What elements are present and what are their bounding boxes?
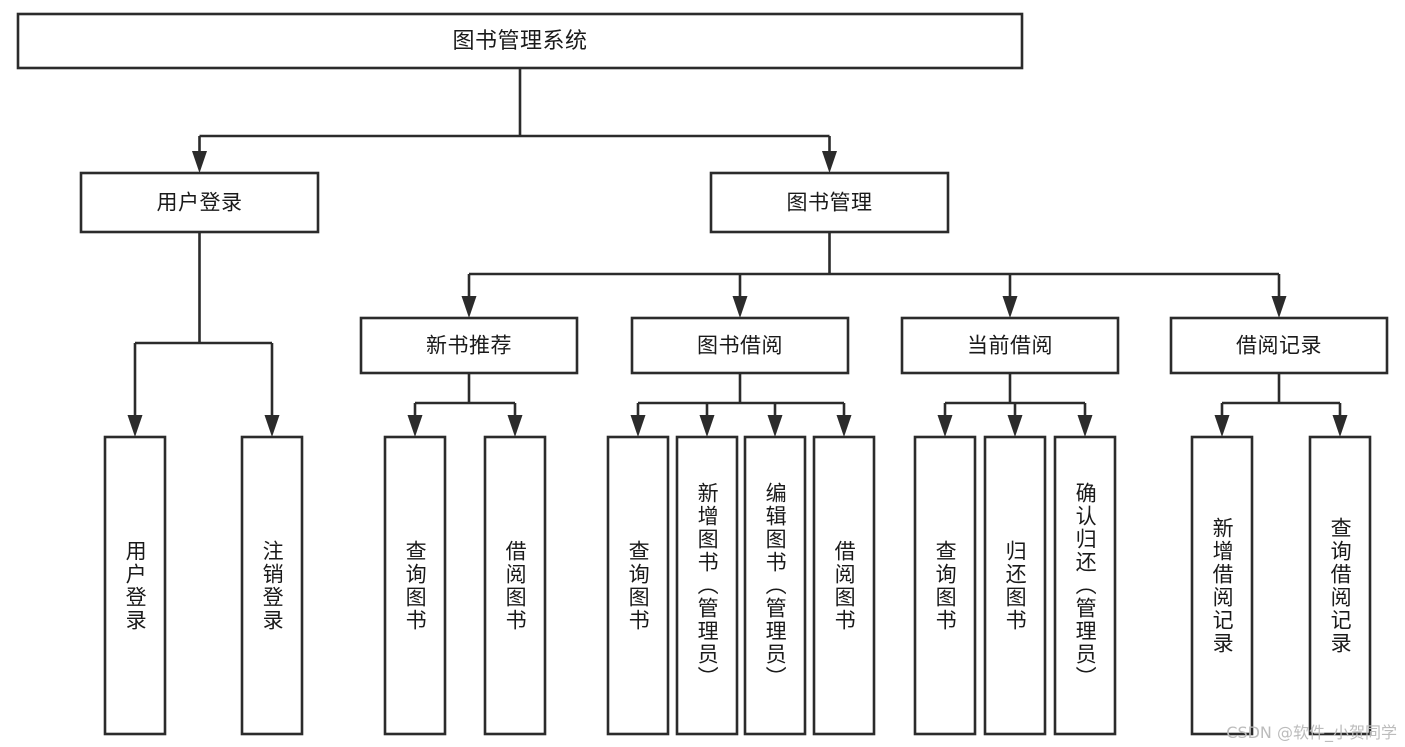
arrow-head-icon-book-manage	[822, 151, 837, 173]
level3-node-label-new-book-recommend: 新书推荐	[426, 334, 512, 358]
arrow-head-icon-leaf-return-book	[1007, 415, 1023, 437]
leaf-node-leaf-logout-login[interactable]: 注销登录	[242, 437, 302, 734]
arrow-head-icon-leaf-user-login	[127, 415, 143, 437]
root-node-label: 图书管理系统	[452, 29, 587, 54]
leaf-node-label-leaf-add-book: 新增图书（管理员）	[695, 482, 720, 689]
leaf-node-label-leaf-confirm-return: 确认归还（管理员）	[1073, 482, 1098, 689]
leaf-node-box-leaf-query-book-1[interactable]	[383, 435, 447, 736]
level2-node-label-user-login: 用户登录	[157, 191, 243, 215]
leaf-node-label-leaf-borrow-book-1: 借阅图书	[503, 539, 528, 632]
level2-node-box-book-manage[interactable]	[709, 171, 950, 234]
leaf-node-leaf-query-book-3[interactable]: 查询图书	[915, 437, 975, 734]
leaf-node-leaf-query-book-2[interactable]: 查询图书	[608, 437, 668, 734]
level3-node-label-book-borrow: 图书借阅	[697, 334, 783, 358]
root-node-box[interactable]	[16, 12, 1024, 70]
leaf-node-label-leaf-query-record: 查询借阅记录	[1328, 516, 1353, 655]
leaf-node-label-leaf-query-book-2: 查询图书	[626, 539, 651, 632]
leaf-node-label-leaf-user-login: 用户登录	[123, 539, 148, 632]
arrow-head-icon-current-borrow	[1002, 296, 1018, 318]
arrow-head-icon-leaf-query-book-2	[630, 415, 646, 437]
arrow-head-icon-leaf-borrow-book-1	[507, 415, 523, 437]
leaf-node-leaf-query-record[interactable]: 查询借阅记录	[1310, 437, 1370, 734]
leaf-node-leaf-return-book[interactable]: 归还图书	[985, 437, 1045, 734]
leaf-node-box-leaf-confirm-return[interactable]	[1053, 435, 1117, 736]
arrow-head-icon-book-borrow	[732, 296, 748, 318]
leaf-node-box-leaf-borrow-book-1[interactable]	[483, 435, 547, 736]
connector-layer	[127, 68, 1348, 437]
leaf-node-leaf-borrow-book-1[interactable]: 借阅图书	[485, 437, 545, 734]
arrow-head-icon-leaf-query-book-1	[407, 415, 423, 437]
leaf-node-label-leaf-edit-book: 编辑图书（管理员）	[763, 482, 788, 689]
leaf-node-leaf-borrow-book-2[interactable]: 借阅图书	[814, 437, 874, 734]
leaf-node-leaf-query-book-1[interactable]: 查询图书	[385, 437, 445, 734]
arrow-head-icon-user-login	[192, 151, 207, 173]
leaf-node-box-leaf-return-book[interactable]	[983, 435, 1047, 736]
leaf-node-leaf-add-record[interactable]: 新增借阅记录	[1192, 437, 1252, 734]
level3-node-box-book-borrow[interactable]	[630, 316, 850, 375]
level3-node-box-new-book-recommend[interactable]	[359, 316, 579, 375]
leaf-node-box-leaf-edit-book[interactable]	[743, 435, 807, 736]
leaf-node-leaf-confirm-return[interactable]: 确认归还（管理员）	[1055, 437, 1115, 734]
leaf-node-label-leaf-borrow-book-2: 借阅图书	[832, 539, 857, 632]
leaf-node-box-leaf-add-record[interactable]	[1190, 435, 1254, 736]
leaf-node-label-leaf-add-record: 新增借阅记录	[1210, 516, 1235, 655]
leaf-node-leaf-user-login[interactable]: 用户登录	[105, 437, 165, 734]
arrow-head-icon-leaf-borrow-book-2	[836, 415, 852, 437]
arrow-head-icon-leaf-query-record	[1332, 415, 1348, 437]
leaf-node-label-leaf-query-book-3: 查询图书	[933, 539, 958, 632]
level2-node-label-book-manage: 图书管理	[787, 191, 873, 215]
leaf-node-box-leaf-logout-login[interactable]	[240, 435, 304, 736]
arrow-head-icon-leaf-add-record	[1214, 415, 1230, 437]
arrow-head-icon-leaf-add-book	[699, 415, 715, 437]
arrow-head-icon-borrow-record	[1271, 296, 1287, 318]
level3-node-label-borrow-record: 借阅记录	[1236, 334, 1322, 358]
leaf-node-box-leaf-borrow-book-2[interactable]	[812, 435, 876, 736]
leaf-node-box-leaf-user-login[interactable]	[103, 435, 167, 736]
arrow-head-icon-leaf-query-book-3	[937, 415, 953, 437]
arrow-head-icon-leaf-logout-login	[264, 415, 280, 437]
leaf-node-box-leaf-query-book-2[interactable]	[606, 435, 670, 736]
leaf-node-leaf-add-book[interactable]: 新增图书（管理员）	[677, 437, 737, 734]
level3-node-box-current-borrow[interactable]	[900, 316, 1120, 375]
leaf-node-leaf-edit-book[interactable]: 编辑图书（管理员）	[745, 437, 805, 734]
leaf-node-box-leaf-add-book[interactable]	[675, 435, 739, 736]
arrow-head-icon-new-book-recommend	[461, 296, 477, 318]
leaf-node-box-leaf-query-record[interactable]	[1308, 435, 1372, 736]
leaf-node-label-leaf-return-book: 归还图书	[1003, 539, 1028, 632]
arrow-head-icon-leaf-confirm-return	[1077, 415, 1093, 437]
leaf-node-label-leaf-logout-login: 注销登录	[260, 539, 285, 632]
leaf-node-box-leaf-query-book-3[interactable]	[913, 435, 977, 736]
level3-node-box-borrow-record[interactable]	[1169, 316, 1389, 375]
node-box-layer	[16, 12, 1389, 736]
level2-node-box-user-login[interactable]	[79, 171, 320, 234]
arrow-head-icon-leaf-edit-book	[767, 415, 783, 437]
leaf-node-label-leaf-query-book-1: 查询图书	[403, 539, 428, 632]
level3-node-label-current-borrow: 当前借阅	[967, 334, 1053, 358]
